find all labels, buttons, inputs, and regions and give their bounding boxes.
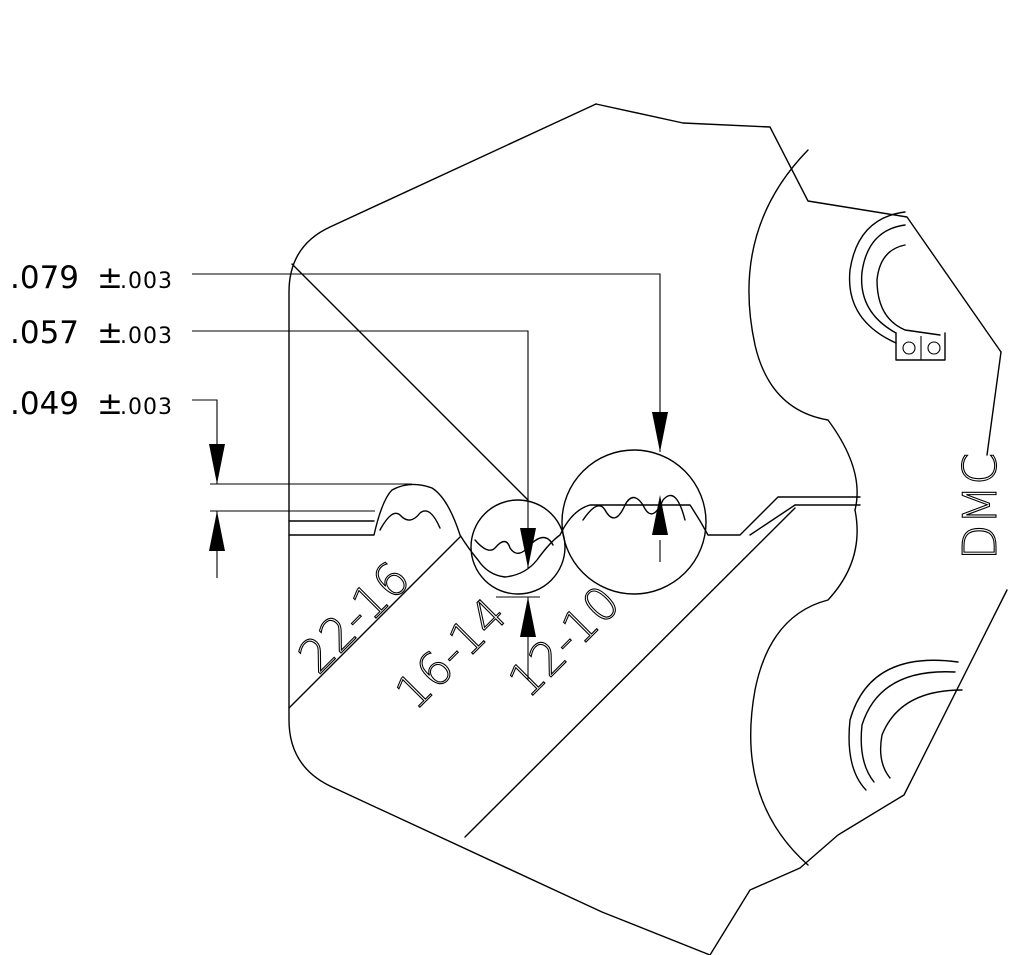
range-separators [288, 263, 796, 838]
dimension-079 [192, 273, 668, 452]
cavity-label-12-10: 12-10 [498, 575, 631, 708]
dim-057-tolerance: .003 [120, 324, 173, 349]
dim-079-sign: ± [97, 260, 123, 296]
dim-049-sign: ± [97, 386, 123, 422]
dim-057-sign: ± [97, 315, 123, 351]
cavity-label-22-16: 22-16 [288, 551, 421, 684]
dim-057-value: .057 [10, 315, 79, 351]
die-outline [288, 103, 1008, 955]
dimension-057 [192, 330, 540, 680]
dimension-049 [192, 399, 668, 578]
top-mounting-hole [848, 211, 946, 361]
dim-079-value: .079 [10, 260, 79, 296]
dim-049-value: .049 [10, 386, 79, 422]
dim-079-tolerance: .003 [120, 269, 173, 294]
crimp-profile [288, 449, 861, 595]
dmc-brand-mark: DMC [953, 453, 1007, 560]
dim-049-tolerance: .003 [120, 395, 173, 420]
bottom-mounting-hole [848, 659, 963, 791]
cavity-label-16-14: 16-14 [385, 587, 518, 720]
